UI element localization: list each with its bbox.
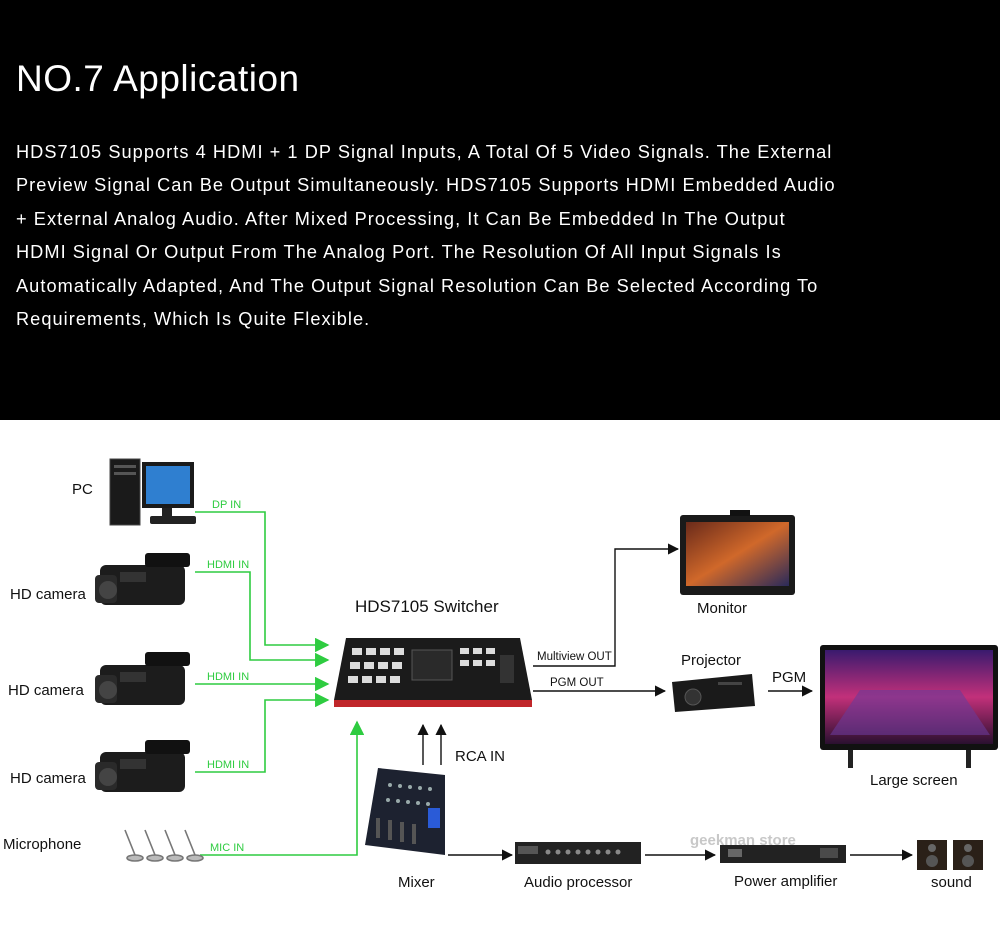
- camera-label-3: HD camera: [10, 770, 87, 787]
- hdmi-in-label-2: HDMI IN: [207, 671, 249, 683]
- projector-label: Projector: [681, 652, 741, 669]
- power-amplifier-label: Power amplifier: [734, 873, 837, 890]
- multiview-out-label: Multiview OUT: [537, 651, 612, 663]
- header-banner: NO.7 Application HDS7105 Supports 4 HDMI…: [0, 0, 1000, 420]
- multiview-line: [533, 543, 680, 667]
- pgm-out-label: PGM OUT: [550, 677, 604, 689]
- input-signal-lines: [195, 511, 365, 856]
- description-line: Preview Signal Can Be Output Simultaneou…: [16, 175, 836, 196]
- hdmi-in-label-1: HDMI IN: [207, 559, 249, 571]
- microphone-icon: [124, 829, 204, 862]
- mixer-label: Mixer: [398, 874, 435, 891]
- hdmi-line-1: [195, 571, 330, 668]
- description-line: Automatically Adapted, And The Output Si…: [16, 275, 819, 296]
- switcher-icon: [334, 638, 532, 707]
- dp-in-label: DP IN: [212, 499, 241, 511]
- description: HDS7105 Supports 4 HDMI + 1 DP Signal In…: [16, 136, 976, 336]
- switcher-label: HDS7105 Switcher: [355, 597, 499, 616]
- camera-label-2: HD camera: [8, 682, 85, 699]
- pc-label: PC: [72, 481, 93, 498]
- application-diagram: PC HD camera HD camera HD camera Microph…: [3, 458, 998, 891]
- page-title: NO.7 Application: [16, 58, 300, 99]
- large-screen-icon: [820, 645, 998, 768]
- mic-in-label: MIC IN: [210, 842, 244, 854]
- monitor-label: Monitor: [697, 600, 747, 617]
- audio-processor-label: Audio processor: [524, 874, 632, 891]
- description-line: Requirements, Which Is Quite Flexible.: [16, 309, 371, 330]
- monitor-icon: [680, 510, 795, 595]
- sound-label: sound: [931, 874, 972, 891]
- speaker-icon: [917, 840, 983, 870]
- mic-line: [200, 720, 365, 856]
- camera-icon: [95, 740, 190, 792]
- hdmi-in-label-3: HDMI IN: [207, 759, 249, 771]
- power-amplifier-icon: [720, 845, 846, 863]
- large-screen-label: Large screen: [870, 772, 958, 789]
- description-line: HDS7105 Supports 4 HDMI + 1 DP Signal In…: [16, 142, 833, 162]
- pgm-label: PGM: [772, 669, 806, 686]
- description-line: HDMI Signal Or Output From The Analog Po…: [16, 242, 782, 263]
- hdmi-line-3: [195, 692, 330, 773]
- watermark: geekman store: [690, 832, 796, 849]
- pc-icon: [109, 458, 196, 526]
- microphone-label: Microphone: [3, 836, 81, 853]
- output-signal-lines: [417, 543, 914, 861]
- dp-line: [195, 511, 330, 653]
- mixer-icon: [365, 768, 445, 855]
- projector-icon: [672, 674, 755, 712]
- rca-in-label: RCA IN: [455, 748, 505, 765]
- camera-label-1: HD camera: [10, 586, 87, 603]
- camera-icon: [95, 553, 190, 605]
- description-line: + External Analog Audio. After Mixed Pro…: [16, 208, 786, 229]
- audio-processor-icon: [515, 842, 641, 864]
- camera-icon: [95, 652, 190, 705]
